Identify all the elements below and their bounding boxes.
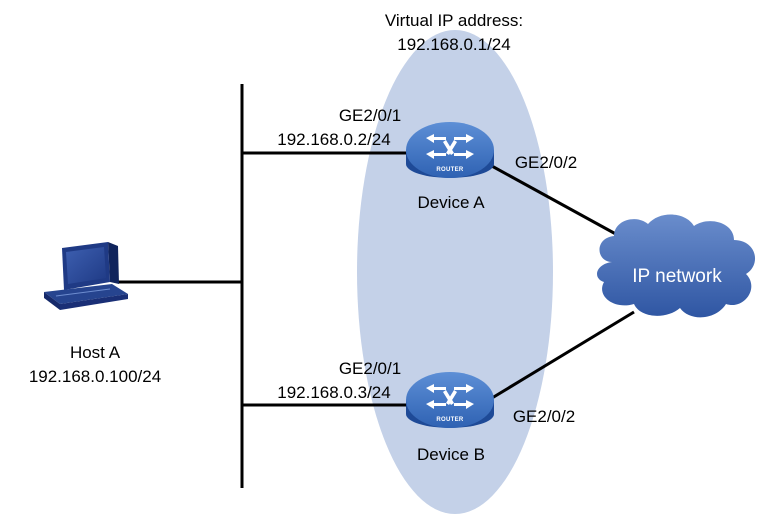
device-a-name: Device A	[417, 193, 485, 212]
host-a-name: Host A	[70, 343, 121, 362]
device-a-port-left: GE2/0/1	[339, 106, 401, 125]
device-b-port-left: GE2/0/1	[339, 359, 401, 378]
virtual-ip-value: 192.168.0.1/24	[397, 35, 510, 54]
device-a-router-icon: ROUTER	[406, 122, 494, 178]
vrrp-group-ellipse	[357, 30, 553, 514]
device-b-router-tag: ROUTER	[436, 417, 463, 423]
device-a-port-right: GE2/0/2	[515, 153, 577, 172]
device-b-port-right: GE2/0/2	[513, 407, 575, 426]
device-a-router-tag: ROUTER	[436, 167, 463, 173]
link-device-b-cloud	[491, 310, 635, 400]
device-a-ip-left: 192.168.0.2/24	[277, 130, 390, 149]
ip-network-cloud-icon: IP network	[597, 214, 756, 318]
device-b-router-icon: ROUTER	[406, 372, 494, 428]
device-b-name: Device B	[417, 445, 485, 464]
host-a-computer-icon	[44, 242, 128, 310]
device-b-ip-left: 192.168.0.3/24	[277, 383, 390, 402]
virtual-ip-title: Virtual IP address:	[385, 11, 523, 30]
ip-network-label: IP network	[632, 266, 722, 287]
host-a-ip: 192.168.0.100/24	[29, 367, 161, 386]
link-device-a-cloud	[489, 163, 635, 246]
